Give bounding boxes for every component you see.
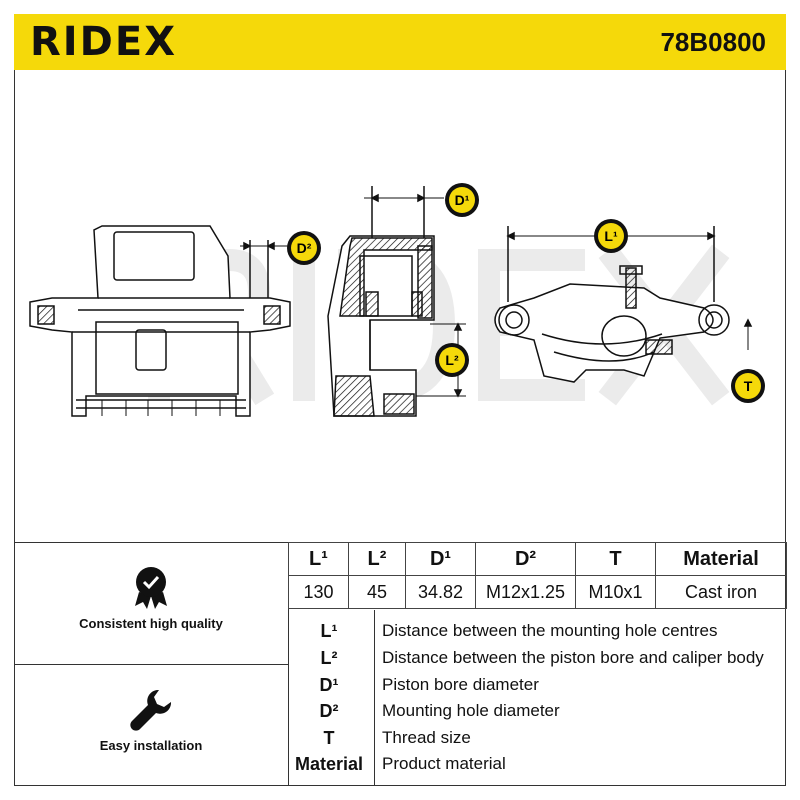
legend-desc: Piston bore diameter — [382, 675, 539, 694]
spec-value-l1: 130 — [288, 575, 349, 609]
badge-d1 — [445, 183, 479, 217]
legend-row: D² Mounting hole diameter — [288, 698, 786, 724]
legend-desc: Thread size — [382, 728, 471, 747]
legend-key: L¹ — [320, 621, 338, 641]
feature-installation-label: Easy installation — [99, 738, 203, 753]
legend-row: T Thread size — [288, 725, 786, 751]
caliper-drawing-svg: D¹ D² L¹ L² T — [29, 183, 765, 417]
label-t: T — [744, 378, 753, 394]
spec-table: L¹ L² D¹ D² T Material 130 45 34.82 M12x… — [288, 542, 787, 609]
spec-header-l2: L² — [348, 542, 406, 576]
legend-key: Material — [294, 754, 364, 774]
header-bar: RIDEX 78B0800 — [14, 14, 786, 70]
legend-desc: Mounting hole diameter — [382, 701, 560, 720]
feature-quality-label: Consistent high quality — [79, 616, 223, 631]
brand-logo: RIDEX — [30, 20, 177, 64]
badge-d2 — [287, 231, 321, 265]
spec-value-material: Cast iron — [655, 575, 787, 609]
spec-header-material: Material — [655, 542, 787, 576]
legend-desc: Distance between the mounting hole centr… — [382, 621, 718, 640]
legend-key: T — [323, 728, 335, 748]
legend-divider — [374, 610, 375, 785]
feature-column-divider — [288, 542, 289, 786]
caliper-front-view — [29, 225, 292, 417]
feature-quality: Consistent high quality — [14, 566, 288, 631]
badge-t — [731, 369, 765, 403]
spec-value-d2: M12x1.25 — [475, 575, 576, 609]
caliper-section-view — [327, 186, 466, 417]
part-number: 78B0800 — [660, 27, 766, 57]
content-frame — [14, 70, 786, 786]
spec-header-row: L¹ L² D¹ D² T Material — [288, 542, 787, 576]
badge-l1 — [594, 219, 628, 253]
legend-desc: Product material — [382, 754, 506, 773]
spec-header-d2: D² — [475, 542, 576, 576]
badge-l2 — [435, 343, 469, 377]
spec-header-t: T — [575, 542, 656, 576]
legend-desc: Distance between the piston bore and cal… — [382, 648, 764, 667]
legend-row: L¹ Distance between the mounting hole ce… — [288, 618, 786, 644]
checkmark-badge-icon — [135, 567, 167, 609]
legend-key: D² — [319, 701, 339, 721]
legend-key: D¹ — [319, 675, 339, 695]
legend-row: L² Distance between the piston bore and … — [288, 645, 786, 671]
legend-key: L² — [320, 648, 338, 668]
label-l1: L¹ — [604, 228, 618, 244]
legend-row: Material Product material — [288, 751, 786, 777]
technical-drawing: D¹ D² L¹ L² T — [14, 70, 786, 542]
spec-value-row: 130 45 34.82 M12x1.25 M10x1 Cast iron — [288, 575, 787, 609]
brand-name: RIDEX — [30, 19, 178, 65]
label-l2: L² — [445, 352, 459, 368]
label-d1: D¹ — [455, 192, 470, 208]
bottom-border — [14, 785, 786, 786]
spec-value-t: M10x1 — [575, 575, 656, 609]
spec-value-d1: 34.82 — [405, 575, 476, 609]
feature-divider — [14, 664, 288, 665]
feature-installation: Easy installation — [14, 688, 288, 753]
label-d2: D² — [297, 240, 312, 256]
spec-value-l2: 45 — [348, 575, 406, 609]
wrench-icon — [130, 689, 172, 731]
spec-header-l1: L¹ — [288, 542, 349, 576]
spec-header-d1: D¹ — [405, 542, 476, 576]
legend-row: D¹ Piston bore diameter — [288, 672, 786, 698]
